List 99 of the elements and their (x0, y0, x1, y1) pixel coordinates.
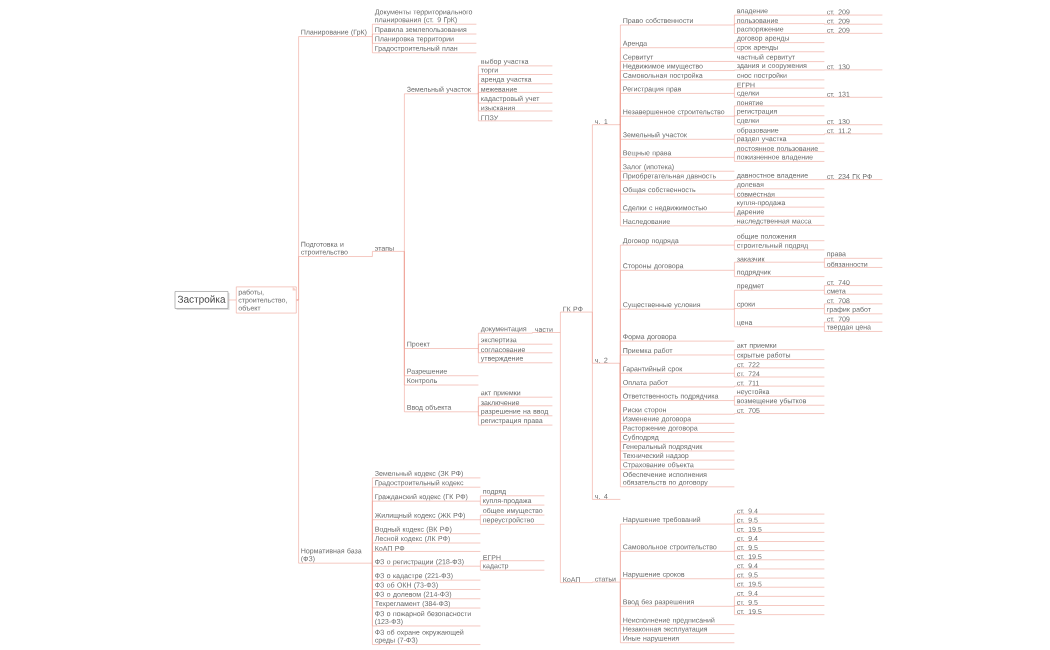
connector-line (478, 348, 481, 364)
connector-line (296, 299, 301, 564)
connector-line (734, 290, 737, 310)
connector-line (734, 211, 737, 217)
connector-line (734, 372, 737, 378)
connector-line (372, 251, 375, 257)
connector-line (734, 550, 737, 552)
connector-line (734, 79, 737, 81)
connector-line (734, 225, 737, 227)
connector-line (734, 24, 737, 34)
connector-line (620, 115, 623, 125)
connector-line (734, 151, 737, 158)
connector-line (478, 93, 481, 122)
connector-line (734, 61, 737, 62)
connector-line (734, 93, 737, 98)
central-topic-box: Застройка (174, 291, 230, 310)
connector-line (228, 299, 237, 301)
connector-line (372, 551, 375, 564)
connector-line (734, 134, 737, 140)
connector-line (734, 385, 737, 388)
connector-line (824, 258, 827, 263)
connector-line (478, 405, 481, 413)
connector-line (734, 270, 737, 277)
connector-line (478, 343, 481, 349)
connector-line (734, 522, 737, 525)
connector-line (532, 332, 535, 334)
connector-line (734, 308, 737, 328)
connector-line (480, 565, 483, 571)
connector-line (296, 256, 301, 301)
connector-line (404, 93, 407, 252)
connector-line (734, 23, 737, 26)
connector-line (734, 240, 737, 246)
connector-line (734, 206, 737, 213)
connector-line (478, 83, 481, 95)
connector-line (734, 349, 737, 356)
connector-line (592, 311, 595, 500)
connector-line (734, 47, 737, 53)
connector-line (824, 97, 827, 98)
connector-line (734, 308, 737, 310)
connector-line (734, 115, 737, 117)
connector-line (592, 581, 595, 583)
connector-line (734, 188, 737, 195)
connector-line (592, 124, 595, 313)
connector-line (734, 568, 737, 580)
connector-line (480, 560, 483, 567)
connector-line (824, 285, 827, 291)
connector-line (734, 367, 737, 374)
connector-line (734, 578, 737, 588)
connector-line (824, 124, 827, 126)
connector-line (734, 541, 737, 552)
connector-line (734, 413, 737, 415)
connector-line (734, 400, 737, 406)
connector-line (824, 23, 827, 25)
connector-line (824, 133, 827, 135)
connector-line (734, 105, 737, 117)
connector-line (478, 411, 481, 426)
connector-line (734, 69, 737, 71)
connector-line (734, 244, 737, 251)
connector-line (824, 303, 827, 309)
connector-line (560, 332, 563, 583)
connector-line (824, 308, 827, 315)
connector-line (734, 513, 737, 525)
connector-line (734, 395, 737, 401)
connector-line (824, 14, 827, 16)
connector-line (404, 251, 407, 413)
connector-line (734, 42, 737, 48)
connector-line (372, 562, 375, 645)
connector-line (824, 290, 827, 295)
connector-line (372, 33, 375, 37)
connector-line (620, 578, 623, 583)
connector-line (734, 606, 737, 615)
connector-line (734, 605, 737, 607)
connector-line (824, 326, 827, 332)
connector-line (480, 495, 483, 502)
connector-line (824, 69, 827, 71)
connector-line (478, 92, 481, 95)
connector-line (824, 261, 827, 268)
connector-line (734, 139, 737, 144)
connector-line (734, 523, 737, 533)
connector-line (372, 36, 375, 54)
connector-line (734, 261, 737, 271)
connector-line (734, 551, 737, 561)
connector-line (824, 33, 827, 34)
connector-line (480, 514, 483, 521)
connector-line (734, 14, 737, 26)
connector-line (734, 193, 737, 198)
connector-line (734, 577, 737, 580)
connector-line (620, 354, 623, 364)
connector-line (824, 179, 827, 180)
connector-line (734, 596, 737, 607)
connector-line (734, 157, 737, 162)
connector-line (480, 500, 483, 506)
connector-line (480, 519, 483, 525)
connector-line (734, 115, 737, 126)
connector-line (824, 321, 827, 328)
connector-line (560, 311, 563, 333)
connector-line (734, 87, 737, 94)
connector-line (734, 179, 737, 181)
connector-line (734, 354, 737, 360)
